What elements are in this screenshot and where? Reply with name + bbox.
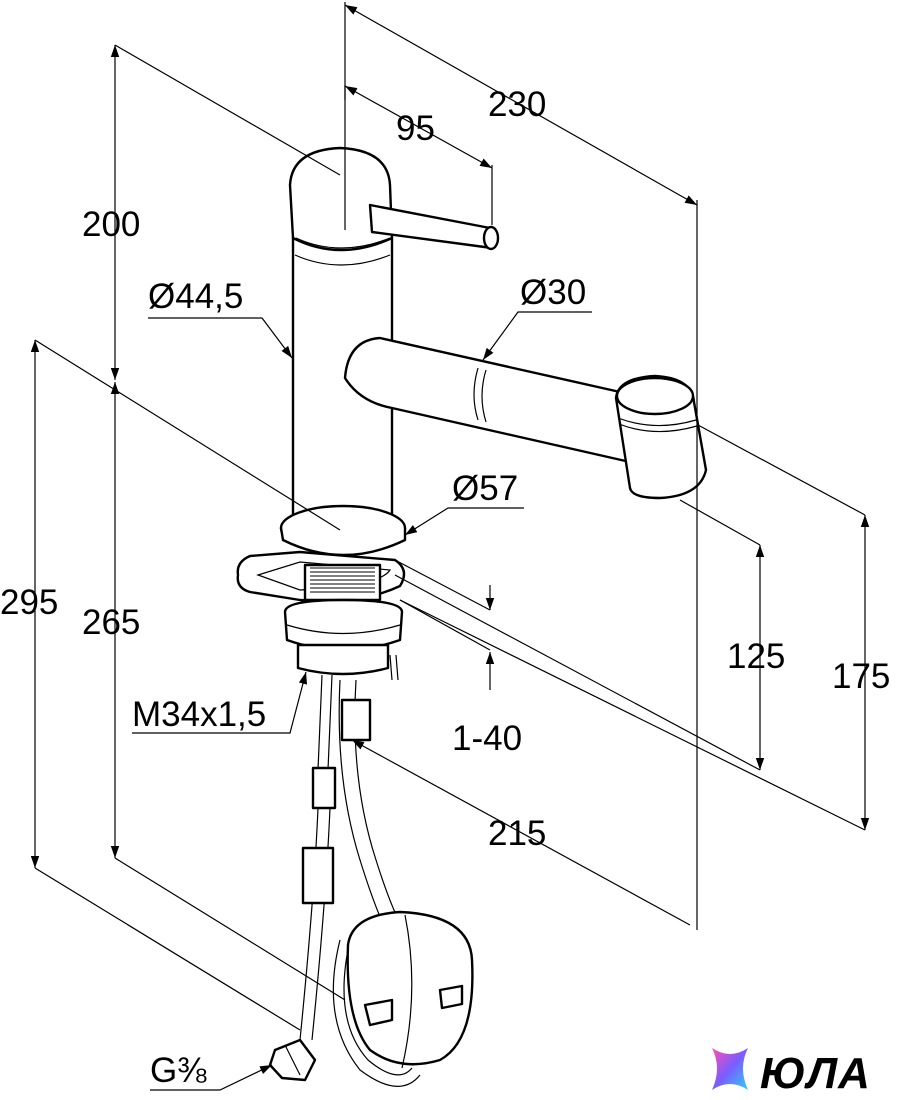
supply-hoses: [299, 674, 421, 1087]
label-thread: M34x1,5: [132, 695, 266, 734]
label-connection: G⅜: [150, 1051, 207, 1090]
label-95: 95: [396, 109, 435, 148]
label-body-diameter: Ø44,5: [148, 277, 243, 316]
label-265: 265: [82, 603, 140, 642]
faucet-base: [236, 504, 407, 681]
hose-weight: [346, 910, 474, 1069]
connector-fitting: [268, 1038, 317, 1082]
logo-text: ЮЛА: [760, 1049, 871, 1098]
label-175: 175: [832, 657, 890, 696]
label-125: 125: [727, 637, 785, 676]
label-230: 230: [488, 85, 546, 124]
dimension-labels: 230 95 200 Ø44,5 Ø30 Ø57 295 265 1-40 M3…: [0, 85, 890, 1090]
label-295: 295: [0, 583, 58, 622]
faucet-body: [288, 146, 500, 522]
label-200: 200: [82, 205, 140, 244]
dimension-lines: [30, 2, 870, 1091]
faucet-spout: [343, 336, 708, 500]
label-215: 215: [488, 814, 546, 853]
label-spout-diameter: Ø30: [520, 273, 586, 312]
label-base-diameter: Ø57: [452, 469, 518, 508]
label-1-40: 1-40: [452, 719, 522, 758]
thread-hatching: [310, 567, 375, 593]
yula-logo-icon: [712, 1048, 748, 1090]
